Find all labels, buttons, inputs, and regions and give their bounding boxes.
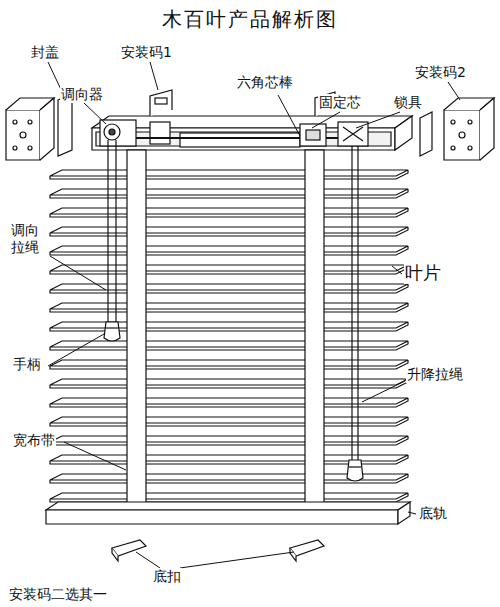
part-label: 叶片: [404, 262, 442, 284]
slat: [50, 208, 408, 217]
part-label: 宽布带: [12, 432, 56, 449]
slat: [50, 398, 408, 407]
part-label: 调向拉绳: [10, 222, 42, 256]
slat: [50, 379, 408, 388]
slat: [50, 436, 408, 445]
slat: [50, 322, 408, 331]
part-label: 固定芯: [318, 94, 362, 111]
part-label: 调向器: [60, 86, 104, 103]
mounting-bracket-1: [150, 90, 335, 116]
wide-tape: [127, 150, 324, 518]
slat: [50, 341, 408, 350]
slat: [50, 246, 408, 255]
part-label: 安装码1: [120, 44, 173, 61]
part-label: 手柄: [12, 356, 42, 373]
bottom-rail: [46, 502, 410, 524]
end-cap: [58, 94, 432, 156]
slats: [50, 170, 408, 502]
slat: [50, 303, 408, 312]
slat: [50, 189, 408, 198]
leader-lines: [48, 62, 460, 568]
slat: [50, 360, 408, 369]
part-label: 安装码2: [414, 64, 467, 81]
bottom-clip: [112, 540, 324, 561]
slat: [50, 170, 408, 179]
part-label: 封盖: [30, 44, 60, 61]
part-label: 锁具: [393, 94, 423, 111]
part-label: 升降拉绳: [406, 366, 464, 383]
title: 木百叶产品解析图: [162, 6, 338, 33]
part-label: 底轨: [418, 505, 448, 522]
slat: [50, 417, 408, 426]
head-rail: [92, 116, 412, 150]
part-label: 六角芯棒: [236, 74, 294, 91]
slat: [50, 493, 408, 502]
slat: [50, 265, 408, 274]
part-label: 安装码二选其一: [8, 586, 108, 603]
lift-cord: [347, 146, 363, 481]
tilt-cord: [104, 140, 120, 341]
part-label: 底扣: [152, 568, 182, 585]
slat: [50, 227, 408, 236]
tilter: [100, 120, 170, 146]
